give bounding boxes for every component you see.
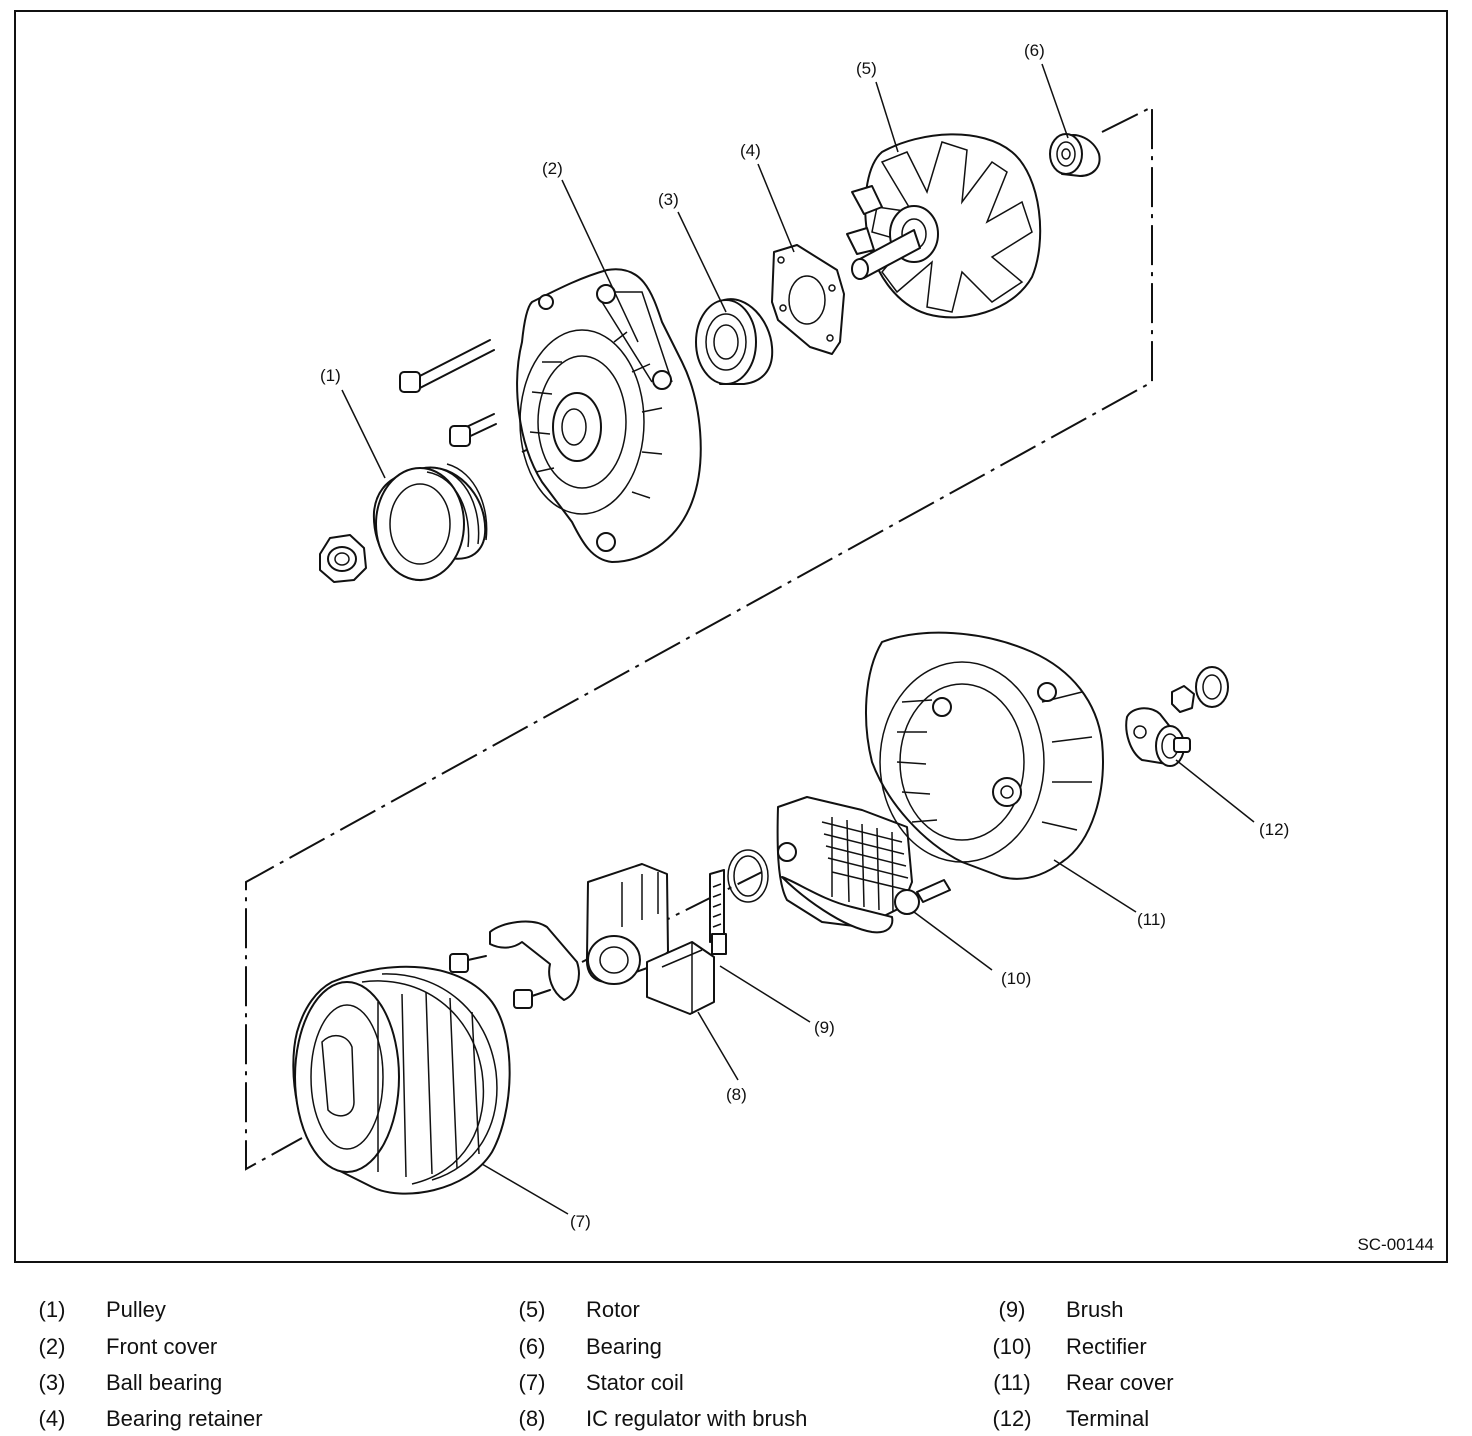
bearing-retainer-part — [771, 244, 845, 355]
exploded-view-drawing — [245, 63, 1255, 1215]
legend-number: (3) — [38, 1370, 66, 1395]
legend-label: Brush — [1066, 1297, 1124, 1322]
legend-number: (2) — [38, 1334, 66, 1359]
rear-cover-part — [865, 631, 1104, 880]
callout-10: (10) — [1001, 969, 1032, 988]
legend-label: Rear cover — [1066, 1370, 1174, 1395]
legend-number: (8) — [518, 1406, 546, 1431]
legend-number: (4) — [38, 1406, 66, 1431]
pulley-part — [319, 463, 488, 583]
callout-3: (3) — [658, 190, 679, 209]
legend-number: (6) — [518, 1334, 546, 1359]
legend-label: Pulley — [106, 1297, 166, 1322]
parts-legend: (1) Pulley (2) Front cover (3) Ball bear… — [0, 1290, 1472, 1436]
legend-number: (9) — [998, 1297, 1026, 1322]
legend-number: (11) — [993, 1370, 1031, 1395]
legend-label: Front cover — [106, 1334, 218, 1359]
leader-lines — [341, 63, 1255, 1215]
legend-label: Bearing — [586, 1334, 662, 1359]
legend-number: (1) — [38, 1297, 66, 1322]
figure-frame: (1) (2) (3) (4) (5) (6) (7) (8) (9) (10)… — [14, 10, 1448, 1263]
callout-11: (11) — [1137, 910, 1166, 929]
terminal-part — [1125, 666, 1229, 767]
callout-4: (4) — [740, 141, 761, 160]
callout-5: (5) — [856, 59, 877, 78]
rotor-part — [846, 133, 1042, 319]
seal-ring-part — [727, 849, 769, 903]
ball-bearing-part — [695, 298, 774, 385]
callout-7: (7) — [570, 1212, 591, 1231]
legend-label: Stator coil — [586, 1370, 684, 1395]
stator-coil-part — [292, 965, 511, 1195]
callout-2: (2) — [542, 159, 563, 178]
legend-label: Terminal — [1066, 1406, 1150, 1431]
figure-code: SC-00144 — [1357, 1235, 1434, 1254]
callout-12: (12) — [1259, 820, 1290, 839]
callout-8: (8) — [726, 1085, 747, 1104]
ic-regulator-part — [449, 863, 715, 1015]
legend-number: (10) — [992, 1334, 1032, 1359]
legend-number: (12) — [992, 1406, 1032, 1431]
legend-label: Rotor — [586, 1297, 640, 1322]
legend-label: Bearing retainer — [106, 1406, 263, 1431]
legend-number: (5) — [518, 1297, 546, 1322]
legend-label: Rectifier — [1066, 1334, 1147, 1359]
legend-number: (7) — [518, 1370, 546, 1395]
bearing-part — [1049, 133, 1101, 177]
callout-6: (6) — [1024, 41, 1045, 60]
rectifier-part — [776, 796, 951, 934]
brush-part — [709, 869, 727, 955]
callout-9: (9) — [814, 1018, 835, 1037]
front-cover-part — [399, 268, 702, 563]
legend-label: IC regulator with brush — [586, 1406, 808, 1431]
callout-1: (1) — [320, 366, 341, 385]
legend-label: Ball bearing — [106, 1370, 223, 1395]
